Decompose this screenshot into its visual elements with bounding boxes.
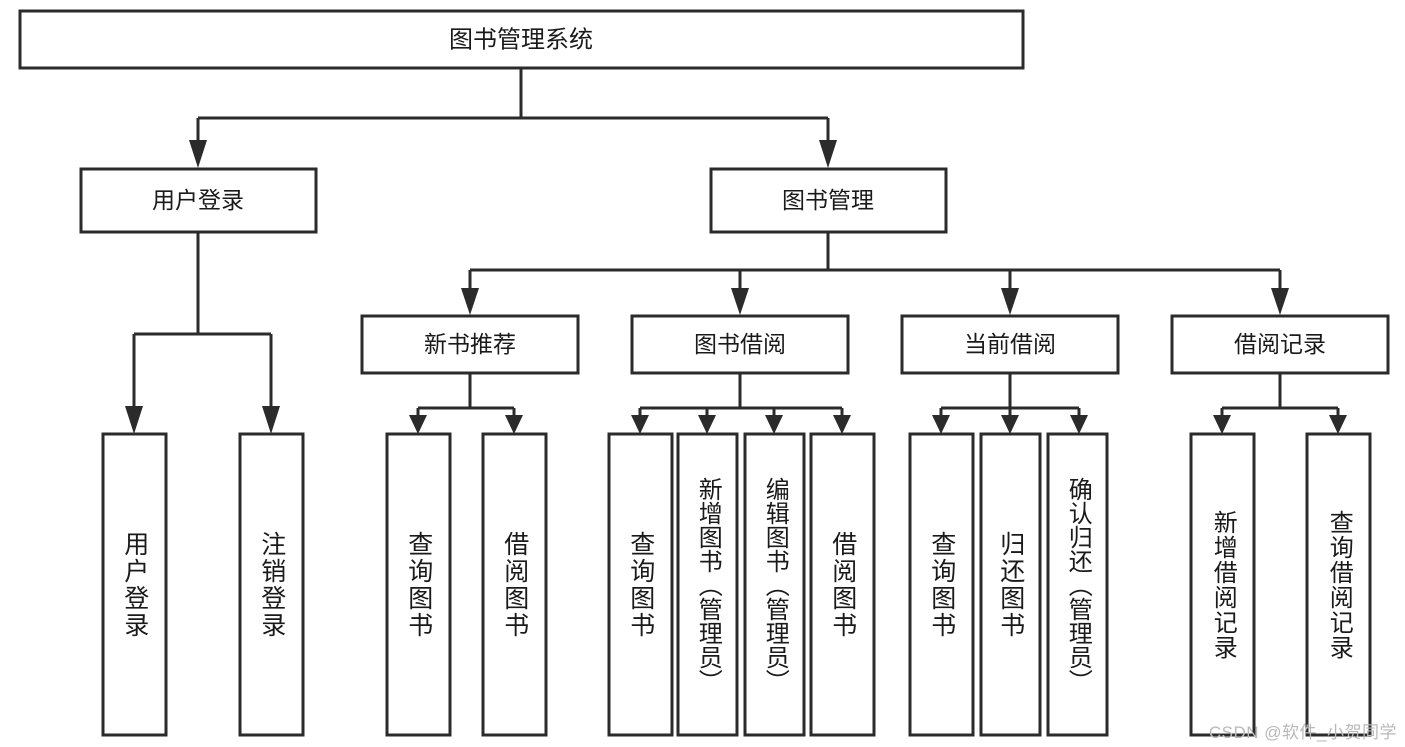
leaf-box-record-2[interactable] (1305, 432, 1372, 737)
leaf-box-current-1[interactable] (908, 432, 975, 737)
arrow-head-icon (731, 288, 749, 315)
connector-borrow-record-to-leaves (1213, 373, 1347, 434)
connector-current-borrow-to-leaves (932, 373, 1088, 434)
node-book-management-label: 图书管理 (782, 187, 874, 213)
node-book-borrow[interactable]: 图书借阅 (630, 314, 850, 375)
arrow-head-icon (125, 406, 143, 434)
node-borrow-record[interactable]: 借阅记录 (1170, 314, 1390, 375)
leaf-box-user-login-2[interactable] (238, 432, 305, 737)
connector-new-book-recommend-to-leaves (409, 373, 523, 434)
node-book-management[interactable]: 图书管理 (709, 167, 948, 234)
arrow-head-icon (698, 415, 716, 434)
connector-book-borrow-to-leaves (631, 373, 851, 434)
arrow-head-icon (1329, 415, 1347, 434)
node-borrow-record-label: 借阅记录 (1234, 331, 1326, 357)
arrow-head-icon (932, 415, 950, 434)
connector-book-management-to-level3 (461, 232, 1289, 315)
arrow-head-icon (819, 140, 837, 168)
watermark-text: CSDN @软件_小贺同学 (1208, 723, 1397, 742)
node-current-borrow-box[interactable] (900, 314, 1120, 375)
connector-root-to-level2 (189, 68, 837, 168)
arrow-head-icon (631, 415, 649, 434)
arrow-head-icon (1213, 415, 1231, 434)
arrow-head-icon (1001, 288, 1019, 315)
leaf-box-borrow-3[interactable] (743, 432, 806, 737)
arrow-head-icon (1271, 288, 1289, 315)
leaf-box-user-login-1[interactable] (101, 432, 168, 737)
leaf-box-recommend-1[interactable] (385, 432, 452, 737)
arrow-head-icon (409, 415, 427, 434)
node-current-borrow[interactable]: 当前借阅 (900, 314, 1120, 375)
leaf-box-borrow-2[interactable] (676, 432, 739, 737)
leaf-box-recommend-2[interactable] (481, 432, 548, 737)
leaf-box-record-1[interactable] (1189, 432, 1256, 737)
node-user-login-box[interactable] (79, 167, 318, 234)
node-current-borrow-label: 当前借阅 (964, 331, 1056, 357)
leaf-box-borrow-1[interactable] (607, 432, 674, 737)
arrow-head-icon (189, 140, 207, 168)
node-new-book-recommend-box[interactable] (360, 314, 580, 375)
connector-user-login-to-leaves (125, 232, 280, 434)
arrow-head-icon (505, 415, 523, 434)
leaf-box-current-2[interactable] (979, 432, 1042, 737)
arrow-head-icon (833, 415, 851, 434)
node-new-book-recommend[interactable]: 新书推荐 (360, 314, 580, 375)
node-root-label: 图书管理系统 (449, 26, 593, 53)
node-book-borrow-label: 图书借阅 (694, 331, 786, 357)
leaf-box-current-3[interactable] (1046, 432, 1109, 737)
arrow-head-icon (765, 415, 783, 434)
node-user-login[interactable]: 用户登录 (79, 167, 318, 234)
node-new-book-recommend-label: 新书推荐 (424, 331, 516, 357)
arrow-head-icon (262, 406, 280, 434)
arrow-head-icon (1070, 415, 1088, 434)
node-root-box[interactable] (18, 9, 1025, 70)
arrow-head-icon (461, 288, 479, 315)
arrow-head-icon (1001, 415, 1019, 434)
leaf-box-borrow-4[interactable] (809, 432, 876, 737)
node-root[interactable]: 图书管理系统 (18, 9, 1025, 70)
node-user-login-label: 用户登录 (152, 187, 244, 213)
